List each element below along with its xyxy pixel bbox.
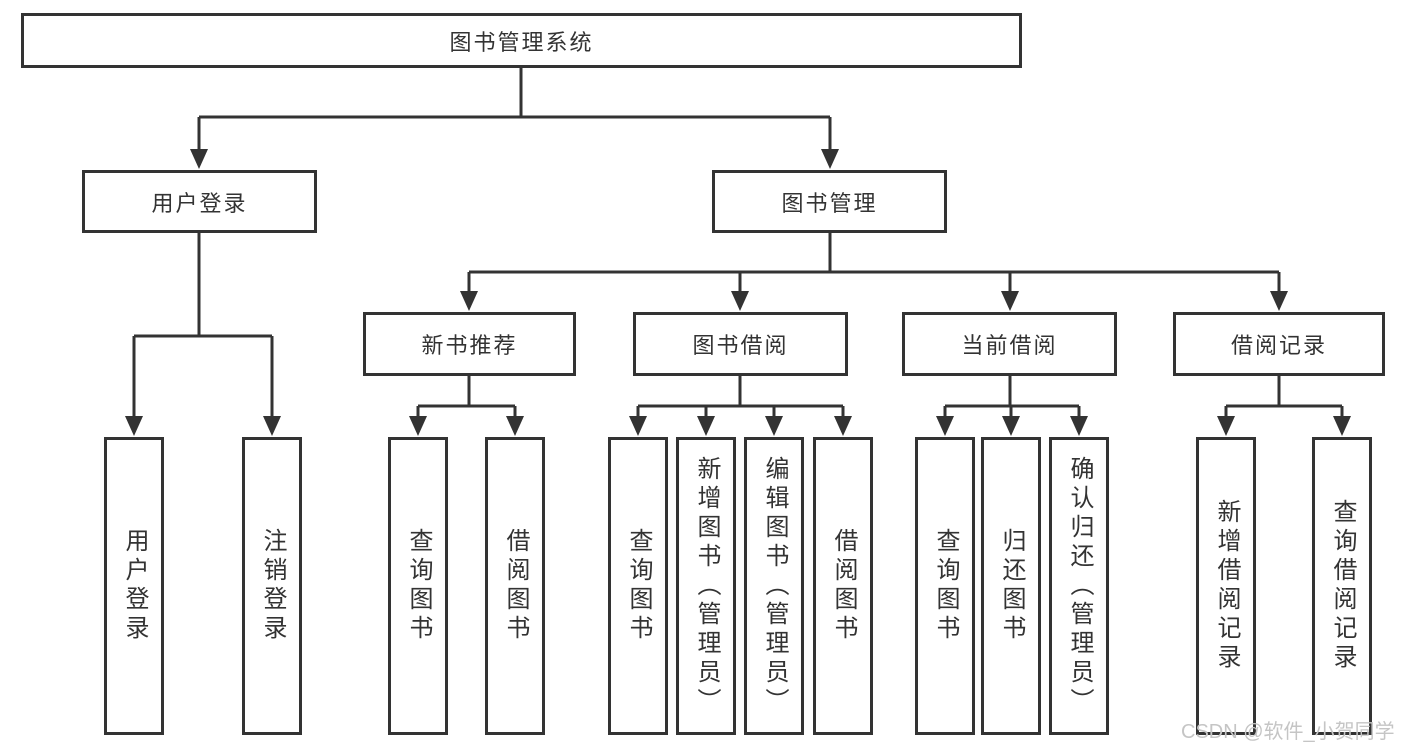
- watermark-text: CSDN @软件_小贺同学: [1181, 721, 1395, 743]
- node-label: 借阅图书: [830, 528, 857, 644]
- node-label: 注销登录: [259, 528, 286, 644]
- node-label: 当前借阅: [961, 333, 1058, 358]
- leaf-add-book-admin: 新增图书（管理员）: [676, 437, 736, 735]
- node-borrow-records: 借阅记录: [1173, 312, 1385, 376]
- leaf-query-books-current: 查询图书: [915, 437, 975, 735]
- node-label: 图书借阅: [692, 333, 789, 358]
- connector-borrow-records-to-children: [1217, 376, 1351, 436]
- leaf-borrow-books-recommend: 借阅图书: [485, 437, 545, 735]
- connector-current-borrow-to-children: [936, 376, 1088, 436]
- node-label: 图书管理系统: [449, 29, 594, 55]
- node-label: 借阅记录: [1230, 333, 1327, 358]
- node-book-borrow: 图书借阅: [633, 312, 848, 376]
- node-label: 借阅图书: [502, 528, 529, 644]
- node-root: 图书管理系统: [21, 13, 1022, 68]
- leaf-user-login: 用户登录: [104, 437, 164, 735]
- connector-book-borrow-to-children: [629, 376, 852, 436]
- leaf-borrow-books: 借阅图书: [813, 437, 873, 735]
- leaf-query-borrow-record: 查询借阅记录: [1312, 437, 1372, 735]
- node-label: 查询图书: [405, 528, 432, 644]
- connector-new-book-recommend-to-children: [409, 376, 524, 436]
- node-label: 新书推荐: [421, 333, 518, 358]
- leaf-edit-book-admin: 编辑图书（管理员）: [744, 437, 804, 735]
- node-label: 确认归还（管理员）: [1066, 455, 1093, 717]
- node-label: 用户登录: [151, 190, 248, 216]
- connector-user-login-to-children: [125, 233, 281, 436]
- node-book-management: 图书管理: [712, 170, 947, 233]
- node-new-book-recommend: 新书推荐: [363, 312, 576, 376]
- node-label: 用户登录: [121, 528, 148, 644]
- node-label: 编辑图书（管理员）: [761, 455, 788, 717]
- node-label: 归还图书: [998, 528, 1025, 644]
- node-label: 新增借阅记录: [1213, 499, 1240, 673]
- node-label: 查询借阅记录: [1329, 499, 1356, 673]
- node-current-borrow: 当前借阅: [902, 312, 1117, 376]
- node-label: 查询图书: [932, 528, 959, 644]
- node-label: 新增图书（管理员）: [693, 455, 720, 717]
- connector-book-management-to-level3: [460, 233, 1288, 311]
- leaf-query-books-recommend: 查询图书: [388, 437, 448, 735]
- node-label: 查询图书: [625, 528, 652, 644]
- leaf-add-borrow-record: 新增借阅记录: [1196, 437, 1256, 735]
- node-label: 图书管理: [781, 190, 878, 216]
- leaf-return-books: 归还图书: [981, 437, 1041, 735]
- leaf-logout: 注销登录: [242, 437, 302, 735]
- node-user-login: 用户登录: [82, 170, 317, 233]
- leaf-query-books-borrow: 查询图书: [608, 437, 668, 735]
- connector-root-to-level2: [190, 68, 839, 169]
- leaf-confirm-return-admin: 确认归还（管理员）: [1049, 437, 1109, 735]
